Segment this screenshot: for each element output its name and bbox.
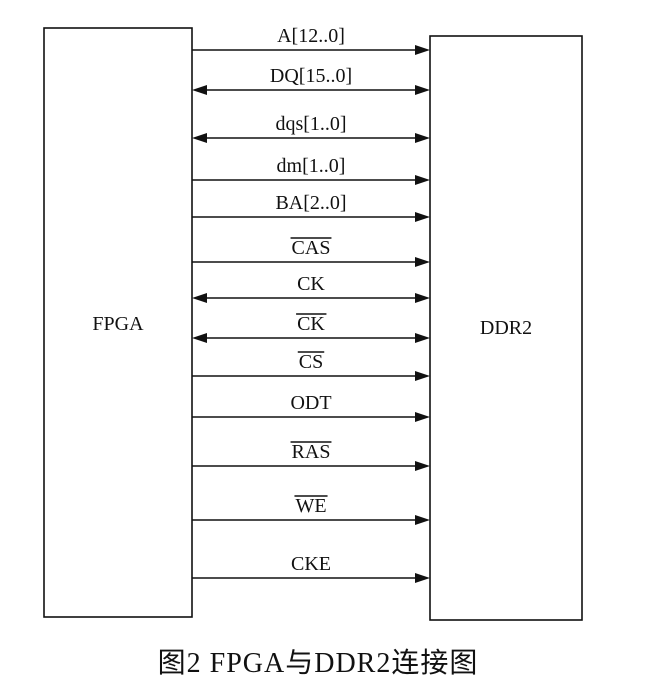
signal-5: BA[2..0] <box>192 192 430 222</box>
signal-5-label: BA[2..0] <box>275 192 346 214</box>
signal-1-label: A[12..0] <box>277 25 345 47</box>
signal-11-arrow-right-icon <box>415 461 430 471</box>
signal-6: CAS <box>192 237 430 267</box>
fpga-block <box>43 27 193 618</box>
figure-caption: 图2 FPGA与DDR2连接图 <box>158 647 479 679</box>
signal-12: WE <box>192 495 430 525</box>
signal-9: CS <box>192 351 430 381</box>
signal-4-label: dm[1..0] <box>277 155 346 177</box>
fpga-label: FPGA <box>92 313 144 335</box>
signal-11: RAS <box>192 441 430 471</box>
ddr2-label: DDR2 <box>480 317 532 339</box>
signal-1: A[12..0] <box>192 25 430 55</box>
signal-13-label: CKE <box>291 553 331 575</box>
signal-6-label: CAS <box>292 237 331 259</box>
signal-6-arrow-right-icon <box>415 257 430 267</box>
signal-12-label: WE <box>295 495 326 517</box>
signal-11-label: RAS <box>292 441 331 463</box>
signal-8-label: CK <box>297 313 325 335</box>
signal-10: ODT <box>192 392 430 422</box>
signal-7-arrow-left-icon <box>192 293 207 303</box>
signal-7-arrow-right-icon <box>415 293 430 303</box>
signal-2-label: DQ[15..0] <box>270 65 352 87</box>
signal-2-arrow-right-icon <box>415 85 430 95</box>
signal-5-arrow-right-icon <box>415 212 430 222</box>
signal-10-arrow-right-icon <box>415 412 430 422</box>
signal-8-arrow-right-icon <box>415 333 430 343</box>
signal-9-label: CS <box>299 351 323 373</box>
signal-3: dqs[1..0] <box>192 113 430 143</box>
signal-3-arrow-right-icon <box>415 133 430 143</box>
signal-10-label: ODT <box>290 392 331 414</box>
signal-2: DQ[15..0] <box>192 65 430 95</box>
signal-13: CKE <box>192 553 430 583</box>
signal-9-arrow-right-icon <box>415 371 430 381</box>
signal-3-label: dqs[1..0] <box>275 113 346 135</box>
signal-12-arrow-right-icon <box>415 515 430 525</box>
signal-2-arrow-left-icon <box>192 85 207 95</box>
signal-4-arrow-right-icon <box>415 175 430 185</box>
signal-8: CK <box>192 313 430 343</box>
signal-13-arrow-right-icon <box>415 573 430 583</box>
ddr2-block <box>429 35 583 621</box>
signal-7: CK <box>192 273 430 303</box>
signal-3-arrow-left-icon <box>192 133 207 143</box>
signal-lines: A[12..0] DQ[15..0] dqs[1..0] dm[1..0] BA[2..… <box>192 25 430 583</box>
signal-1-arrow-right-icon <box>415 45 430 55</box>
signal-4: dm[1..0] <box>192 155 430 185</box>
signal-7-label: CK <box>297 273 325 295</box>
signal-8-arrow-left-icon <box>192 333 207 343</box>
